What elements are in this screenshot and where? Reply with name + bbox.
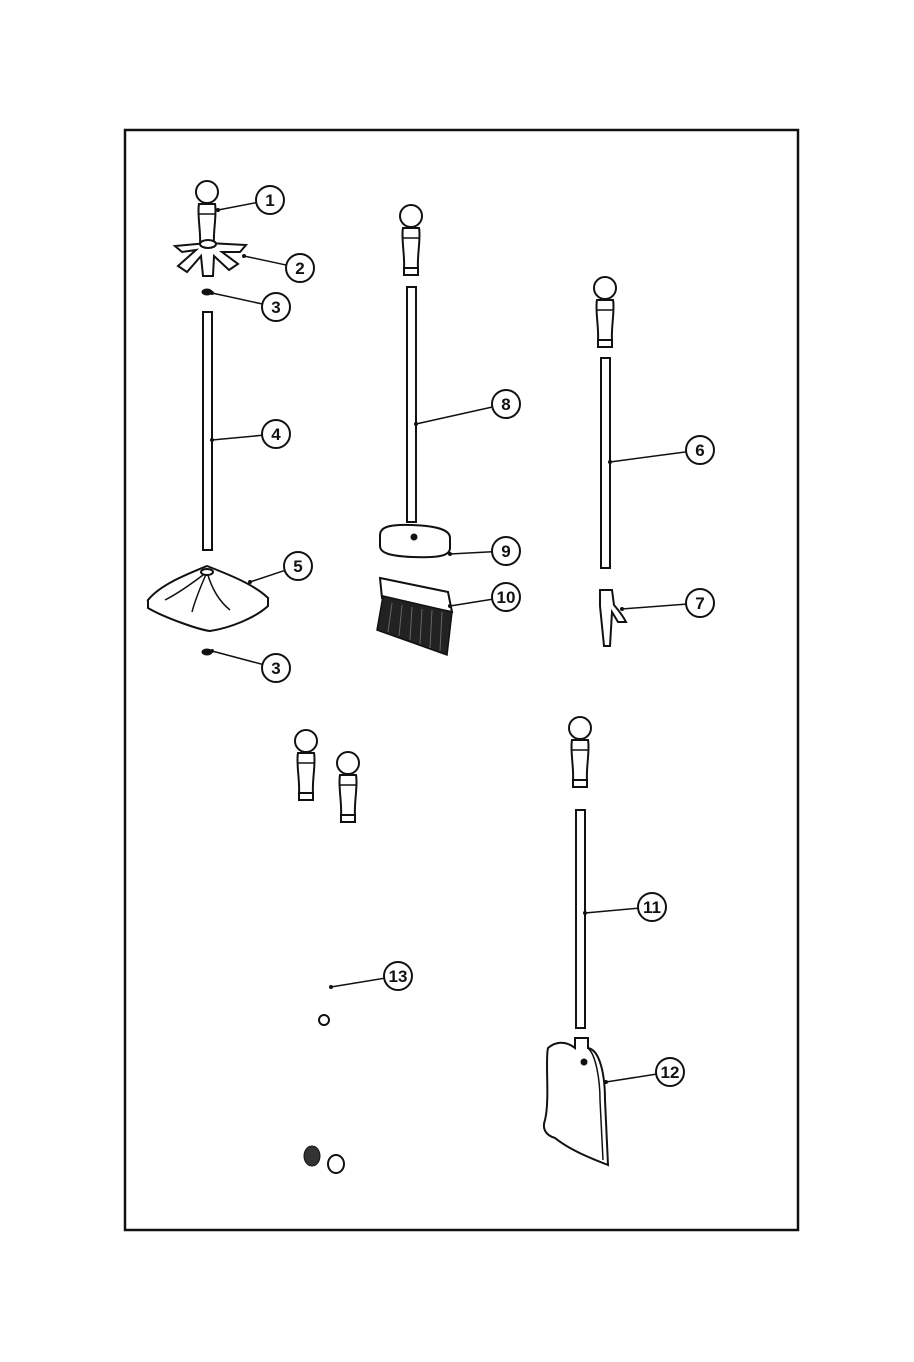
tongs-body: [298, 820, 350, 1173]
callout-part-7: 7: [620, 589, 714, 617]
part-number-label: 8: [501, 395, 510, 414]
stand-base: [148, 566, 268, 631]
callout-leader-line: [212, 435, 262, 440]
part-number-label: 11: [643, 898, 661, 917]
shovel-rod: [576, 810, 585, 1028]
poker-tip: [600, 590, 626, 646]
callout-leader-line: [622, 604, 686, 609]
callout-leader-line: [250, 570, 285, 582]
broom-head-cap: [380, 525, 450, 557]
callout-part-10: 10: [448, 583, 520, 611]
callout-part-8: 8: [414, 390, 520, 426]
tongs-finial-right: [337, 752, 359, 822]
callout-leader-dot: [210, 291, 214, 295]
callout-part-5: 5: [248, 552, 312, 584]
stand-rod: [203, 312, 212, 550]
callout-leader-line: [416, 407, 492, 424]
part-number-label: 6: [695, 441, 704, 460]
part-number-label: 3: [271, 298, 280, 317]
broom-finial: [400, 205, 422, 275]
callout-part-13: 13: [329, 962, 412, 990]
tongs-finial-left: [295, 730, 317, 800]
callout-leader-line: [218, 203, 256, 210]
broom-bristles: [377, 578, 452, 655]
callout-leader-dot: [216, 208, 220, 212]
callout-leader-dot: [448, 604, 452, 608]
callout-part-3: 3: [210, 291, 290, 321]
stand-hook-bracket: [175, 240, 246, 276]
callout-leader-dot: [583, 911, 587, 915]
callout-part-6: 6: [608, 436, 714, 464]
part-number-label: 2: [295, 259, 304, 278]
callout-part-2: 2: [242, 254, 314, 282]
callout-leader-dot: [329, 985, 333, 989]
diagram-frame: [125, 130, 798, 1230]
callout-leader-dot: [608, 460, 612, 464]
callout-leader-dot: [210, 649, 214, 653]
shovel-blade: [544, 1038, 608, 1165]
part-number-label: 12: [661, 1063, 680, 1082]
callout-leader-line: [606, 1074, 656, 1082]
callout-leader-line: [450, 599, 492, 606]
callout-leader-dot: [248, 580, 252, 584]
broom-rod: [407, 287, 416, 522]
callout-part-3: 3: [210, 649, 290, 682]
callout-leader-dot: [620, 607, 624, 611]
callout-part-11: 11: [583, 893, 666, 921]
part-number-label: 1: [265, 191, 274, 210]
part-number-label: 4: [271, 425, 281, 444]
callout-leader-line: [585, 908, 638, 913]
callout-leader-line: [450, 552, 492, 554]
callout-part-1: 1: [216, 186, 284, 214]
part-number-label: 7: [695, 594, 704, 613]
callout-part-12: 12: [604, 1058, 684, 1086]
callout-leader-line: [331, 978, 384, 987]
part-number-label: 10: [497, 588, 516, 607]
callout-leader-dot: [448, 552, 452, 556]
callout-leader-dot: [414, 422, 418, 426]
callout-leader-dot: [604, 1080, 608, 1084]
callout-part-4: 4: [210, 420, 290, 448]
shovel-finial: [569, 717, 591, 787]
callout-leader-dot: [210, 438, 214, 442]
callout-leader-line: [610, 452, 686, 462]
callout-part-9: 9: [448, 537, 520, 565]
poker-finial: [594, 277, 616, 347]
part-number-label: 3: [271, 659, 280, 678]
callout-leader-line: [244, 256, 286, 265]
part-number-label: 9: [501, 542, 510, 561]
callout-leader-line: [212, 651, 262, 664]
callout-leader-line: [212, 293, 262, 304]
part-number-label: 5: [293, 557, 302, 576]
part-number-label: 13: [389, 967, 408, 986]
callout-leader-dot: [242, 254, 246, 258]
